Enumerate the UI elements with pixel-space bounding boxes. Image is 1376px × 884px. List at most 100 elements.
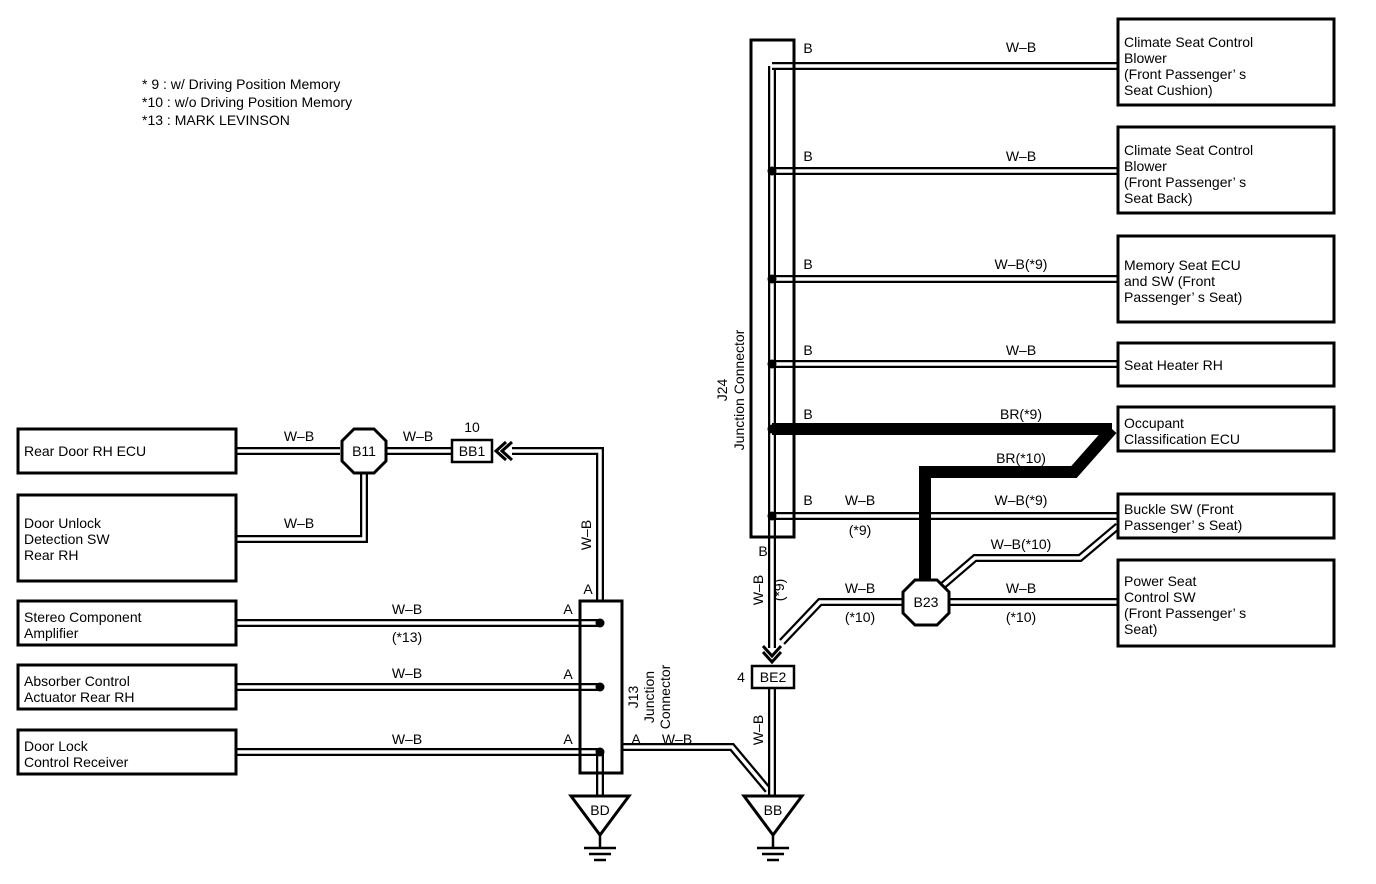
wire-label: BR(*9): [1000, 406, 1042, 422]
b11-octagon: [340, 427, 388, 475]
wire-label: W–B(*10): [991, 536, 1052, 552]
rear-door-rh-ecu-label: Rear Door RH ECU: [24, 443, 146, 459]
j13-label-2: Junction: [641, 671, 657, 723]
ground-symbol-icon: [584, 835, 616, 862]
splice-b11: B11: [340, 427, 388, 475]
be2-box: [750, 664, 796, 690]
power-seat-label-1: Power Seat: [1124, 573, 1196, 589]
pin-label: B: [803, 40, 812, 56]
power-seat-label-3: (Front Passenger’ s: [1124, 605, 1246, 621]
note-10: *10 : w/o Driving Position Memory: [142, 94, 352, 110]
j13-box: [578, 599, 624, 775]
wire-label: W–B: [845, 492, 875, 508]
junction-dots: [595, 166, 777, 757]
pin-label: B: [803, 148, 812, 164]
wire-label: W–B: [1006, 39, 1036, 55]
blower-cushion-label-4: Seat Cushion): [1124, 82, 1213, 98]
wire-label: W–B: [1006, 580, 1036, 596]
wire-label: W–B: [750, 575, 766, 605]
junction-dot: [595, 618, 605, 628]
blower-back-label-2: Blower: [1124, 158, 1167, 174]
junction-dot: [767, 424, 777, 434]
b23-label: B23: [914, 594, 939, 610]
right-components: Climate Seat Control Blower (Front Passe…: [1116, 17, 1336, 648]
wire-label: W–B(*9): [995, 256, 1048, 272]
b23-octagon: [901, 578, 951, 627]
j13-label-1: J13: [625, 686, 641, 709]
climate-blower-cushion-box: [1116, 17, 1336, 107]
door-unlock-label-2: Detection SW: [24, 531, 110, 547]
power-seat-label-2: Control SW: [1124, 589, 1196, 605]
j13-label-3: Connector: [657, 664, 673, 729]
occupant-label-1: Occupant: [1124, 415, 1184, 431]
junction-dot: [595, 682, 605, 692]
junction-dot: [767, 359, 777, 369]
door-unlock-label-3: Rear RH: [24, 547, 78, 563]
wires: [236, 62, 1121, 796]
be2-label: BE2: [760, 669, 787, 685]
wire-label: W–B: [662, 731, 692, 747]
wire-label: (*13): [392, 629, 422, 645]
absorber-control-actuator-box: [16, 663, 238, 711]
wire-label: W–B: [1006, 342, 1036, 358]
wire-label: W–B: [750, 715, 766, 745]
bb1-label: BB1: [459, 443, 486, 459]
b11-label: B11: [352, 443, 376, 459]
blower-cushion-label-3: (Front Passenger’ s: [1124, 66, 1246, 82]
blower-back-label-3: (Front Passenger’ s: [1124, 174, 1246, 190]
wire-label: (*10): [1006, 609, 1036, 625]
bb1-pin: 10: [464, 419, 480, 435]
wire-label: W–B(*9): [995, 492, 1048, 508]
rear-door-rh-ecu-box: [16, 427, 238, 475]
blower-back-label-4: Seat Back): [1124, 190, 1192, 206]
wire-label: W–B: [392, 665, 422, 681]
door-lock-label-2: Control Receiver: [24, 754, 129, 770]
ground-bb: BB: [741, 794, 805, 862]
ground-bb-label: BB: [764, 802, 783, 818]
pin-label: B: [803, 256, 812, 272]
door-lock-label-1: Door Lock: [24, 738, 89, 754]
connector-bb1: BB1 10: [450, 419, 514, 464]
pin-label: B: [803, 406, 812, 422]
memory-seat-label-2: and SW (Front: [1124, 273, 1215, 289]
pin-label: A: [631, 731, 641, 747]
door-unlock-detection-sw-box: [16, 493, 238, 583]
wire-label: W–B: [403, 428, 433, 444]
seat-heater-label: Seat Heater RH: [1124, 357, 1223, 373]
wire-label: W–B: [845, 580, 875, 596]
buckle-label-2: Passenger’ s Seat): [1124, 517, 1242, 533]
blower-cushion-label-2: Blower: [1124, 50, 1167, 66]
note-13: *13 : MARK LEVINSON: [142, 112, 290, 128]
wire-label: W–B: [284, 515, 314, 531]
junction-dot: [595, 747, 605, 757]
wire-occupant-10: [919, 425, 1117, 588]
blower-back-label-1: Climate Seat Control: [1124, 142, 1253, 158]
memory-seat-label-1: Memory Seat ECU: [1124, 257, 1241, 273]
note-9: * 9 : w/ Driving Position Memory: [142, 76, 340, 92]
seat-heater-rh-box: [1116, 341, 1336, 388]
wire-labels: W–B W–B W–B W–B (*13) W–B W–B W–B W–B W–…: [284, 39, 1052, 747]
door-unlock-label-1: Door Unlock: [24, 515, 102, 531]
connector-be2: BE2 4: [737, 644, 796, 690]
wire-label: BR(*10): [996, 450, 1046, 466]
pin-labels: A A A A A B B B B B B B: [563, 40, 812, 747]
blower-cushion-label-1: Climate Seat Control: [1124, 34, 1253, 50]
wire-label: (*9): [849, 522, 872, 538]
door-lock-control-receiver-box: [16, 728, 238, 776]
left-components: Rear Door RH ECU Door Unlock Detection S…: [16, 427, 238, 776]
wire-label: W–B: [392, 731, 422, 747]
pin-label: A: [583, 581, 593, 597]
wire-label: W–B: [1006, 148, 1036, 164]
stereo-label-2: Amplifier: [24, 625, 79, 641]
ground-bd-label: BD: [590, 802, 609, 818]
buckle-sw-box: [1116, 492, 1336, 540]
power-seat-control-sw-box: [1116, 558, 1336, 648]
wire-label: (*9): [771, 579, 787, 602]
stereo-label-1: Stereo Component: [24, 609, 142, 625]
ground-symbol-icon: [757, 835, 789, 862]
j24-box: [749, 38, 796, 539]
be2-arrow-icon: [761, 644, 783, 665]
buckle-label-1: Buckle SW (Front: [1124, 501, 1234, 517]
junction-dot: [767, 274, 777, 284]
